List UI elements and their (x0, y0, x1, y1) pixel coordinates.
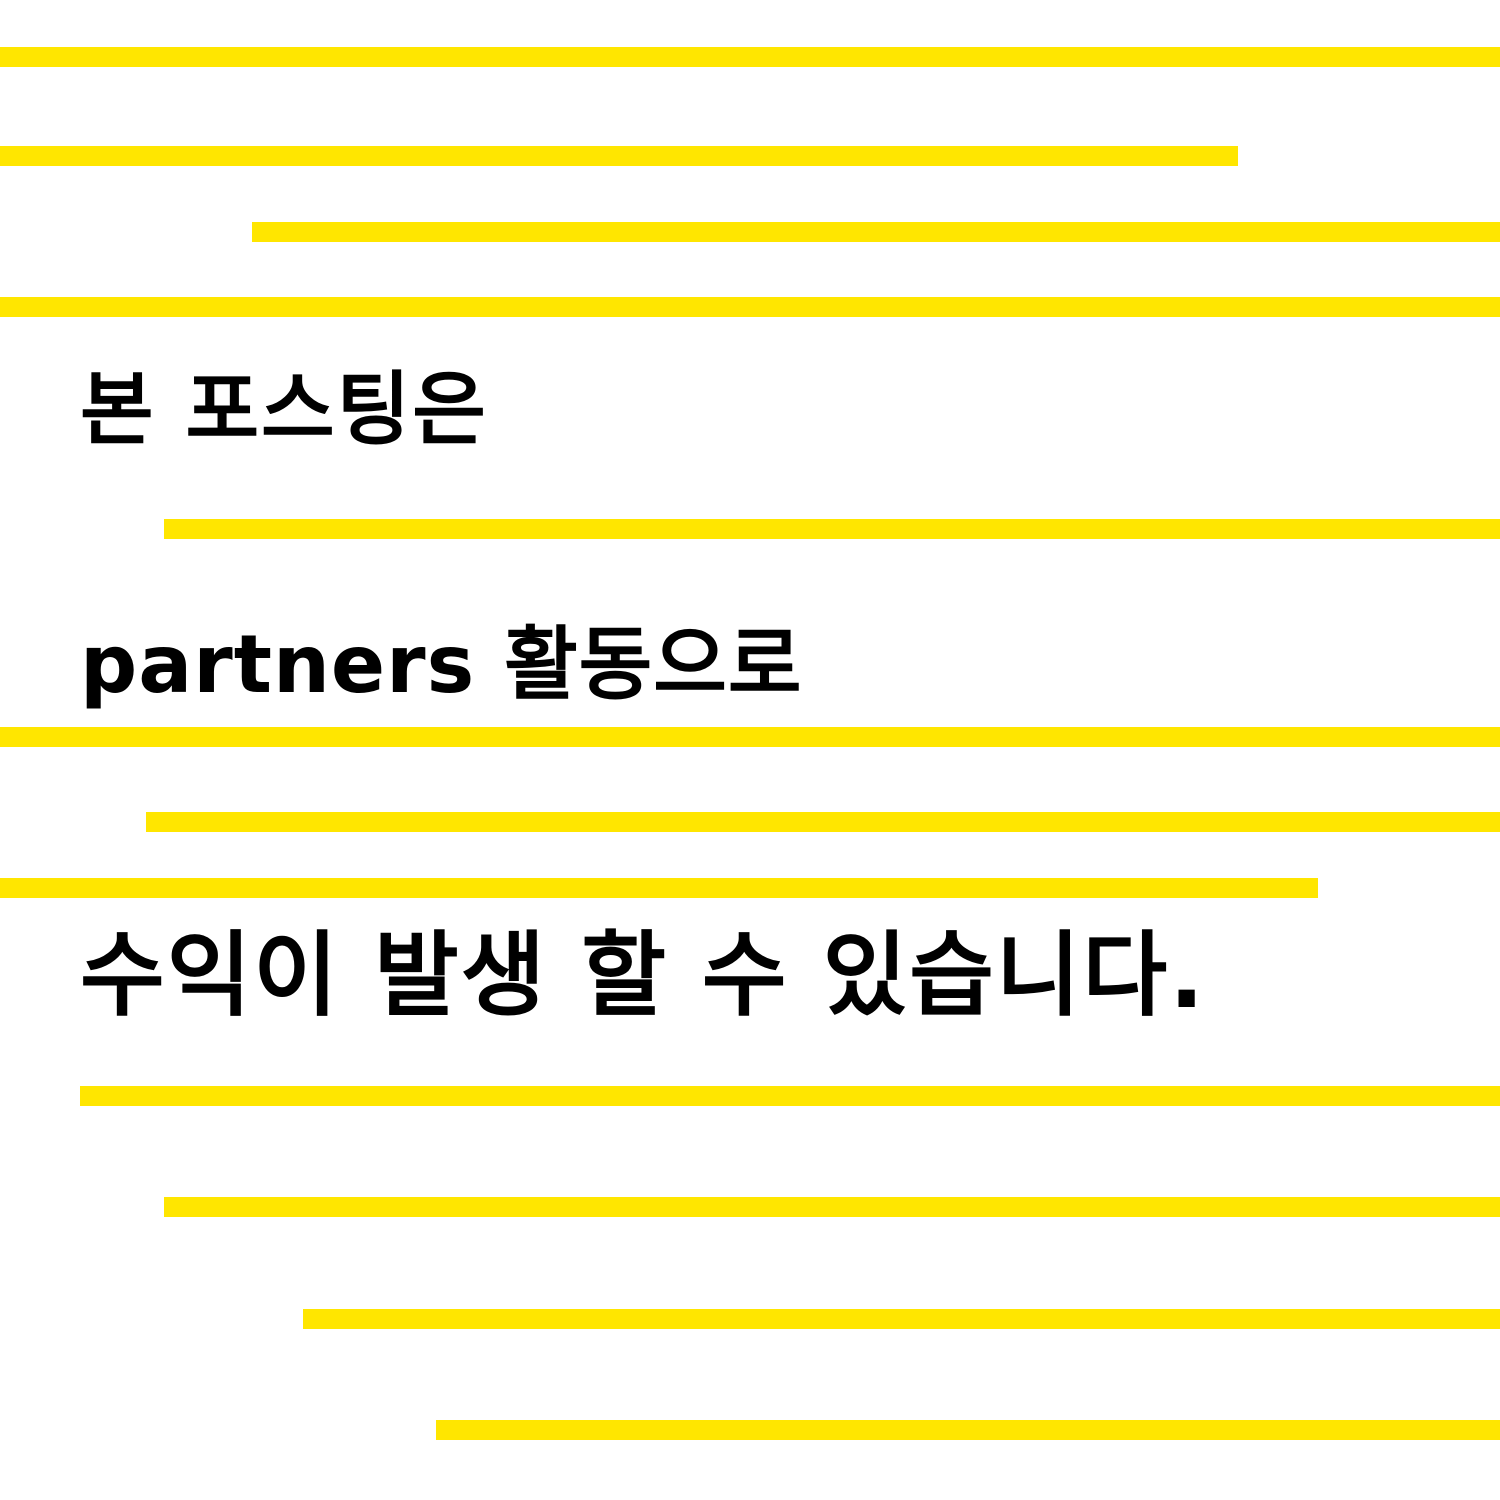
yellow-stripe (436, 1420, 1500, 1440)
yellow-stripe (164, 1197, 1500, 1217)
disclosure-line-1: 본 포스팅은 (80, 363, 488, 456)
yellow-stripe (80, 1086, 1500, 1106)
yellow-stripe (0, 878, 1318, 898)
yellow-stripe (252, 222, 1500, 242)
yellow-stripe (0, 727, 1500, 747)
yellow-stripe (0, 297, 1500, 317)
yellow-stripe (0, 47, 1500, 67)
yellow-stripe (146, 812, 1500, 832)
yellow-stripe (164, 519, 1500, 539)
yellow-stripe (0, 146, 1238, 166)
disclosure-line-2: partners 활동으로 (80, 618, 803, 711)
disclosure-line-3: 수익이 발생 할 수 있습니다. (80, 922, 1207, 1029)
yellow-stripe (303, 1309, 1500, 1329)
